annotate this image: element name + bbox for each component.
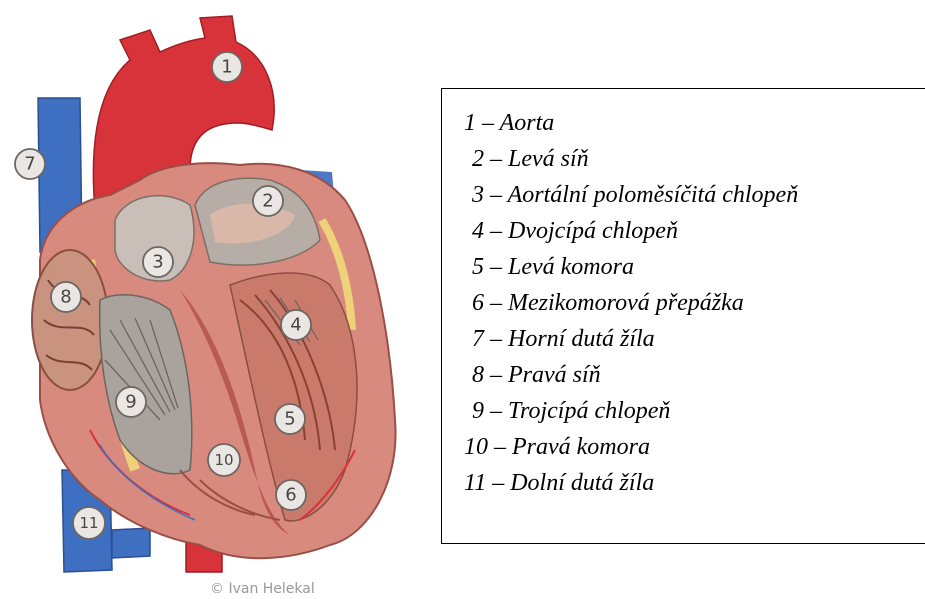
svg-text:10: 10 [214,451,233,469]
svg-text:1: 1 [221,57,232,78]
badge-2: 2 [253,186,283,216]
svg-text:2: 2 [262,191,273,212]
svg-text:6: 6 [285,485,296,506]
right-atrium [32,250,108,390]
legend-item-5: 5 – Levá komora [472,253,634,281]
legend-item-11: 11 – Dolní dutá žíla [464,469,654,497]
badge-11: 11 [73,507,105,539]
legend-item-7: 7 – Horní dutá žíla [472,325,655,353]
badge-6: 6 [276,480,306,510]
heart-cross-section-diagram: 1 2 3 4 5 6 7 8 9 10 11 © Ivan Helekal [0,0,420,599]
image-credit: © Ivan Helekal [210,581,315,597]
badge-5: 5 [275,404,305,434]
badge-1: 1 [212,52,242,82]
legend-item-2: 2 – Levá síň [472,145,589,173]
badge-3: 3 [143,247,173,277]
legend-item-3: 3 – Aortální poloměsíčitá chlopeň [472,181,798,209]
svg-text:5: 5 [284,409,295,430]
badge-7: 7 [15,149,45,179]
badge-9: 9 [116,387,146,417]
legend-item-1: 1 – Aorta [464,109,554,137]
badge-8: 8 [51,282,81,312]
badge-10: 10 [208,444,240,476]
badge-4: 4 [281,310,311,340]
svg-text:8: 8 [60,287,71,308]
legend-item-4: 4 – Dvojcípá chlopeň [472,217,678,245]
legend-item-8: 8 – Pravá síň [472,361,601,389]
svg-text:7: 7 [24,154,35,175]
legend-item-10: 10 – Pravá komora [464,433,650,461]
svg-text:9: 9 [125,392,136,413]
legend-item-9: 9 – Trojcípá chlopeň [472,397,670,425]
svg-text:11: 11 [79,514,98,532]
svg-text:4: 4 [290,315,301,336]
legend-box: 1 – Aorta 2 – Levá síň 3 – Aortální polo… [441,88,925,544]
svg-text:3: 3 [152,252,163,273]
legend-item-6: 6 – Mezikomorová přepážka [472,289,744,317]
